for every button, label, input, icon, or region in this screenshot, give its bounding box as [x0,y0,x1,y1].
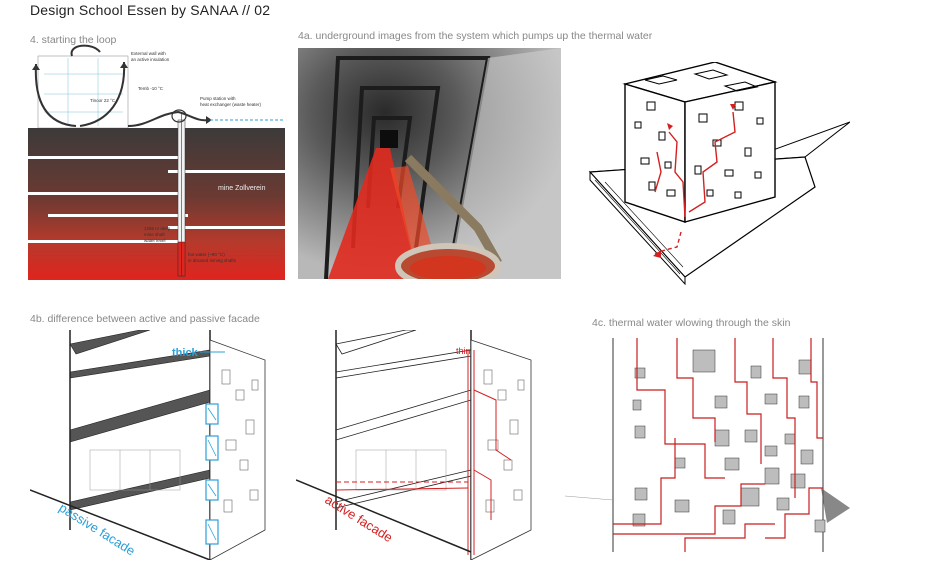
thin-label: thin [456,346,471,356]
hot-water-1: hot water (~90 °C) [188,252,225,257]
mine-galleries [28,156,285,243]
pump-note-2: heat exchanger (waste heater) [200,102,262,107]
active-facade-perspective: thin active facade [296,330,532,560]
passive-facade-perspective: thick passive facade [30,330,266,560]
ground-earth [28,128,285,280]
wall-note-2: an active insulation [131,57,170,62]
passive-facade-label: passive facade [56,500,138,559]
temp-inside: Tinoor 22 °C [90,98,116,103]
wall-note-1: External wall with [131,51,166,56]
mine-label: mine Zollverein [218,185,266,192]
caption-4b: 4b. difference between active and passiv… [30,313,260,325]
caption-4a: 4a. underground images from the system w… [298,30,653,42]
cube-right-face [684,81,776,223]
page-title: Design School Essen by SANAA // 02 [30,2,271,18]
facade-windows [632,349,826,533]
hot-water-2: in disused mining shafts [188,258,237,263]
thermal-water-flow [654,111,736,255]
cube-building-isometric [588,62,850,286]
depth-1: 1256 m deep [144,226,171,231]
caption-4c: 4c. thermal water wlowing through the sk… [592,317,791,329]
thermal-skin-plan [565,338,850,552]
temp-outside: Temb -10 °C [138,86,164,91]
pump-note-1: Pump station with [200,96,236,101]
thick-label: thick [172,347,199,359]
loop-section-diagram: External wall with an active insulation … [28,44,285,280]
water-flow-lines [613,338,823,552]
mine-tunnel-photo [298,48,561,279]
depth-2: mine shaft [144,232,166,237]
loop-arrows [34,44,209,127]
caption-4: 4. starting the loop [30,34,117,46]
depth-3: water level [144,238,166,243]
active-water-channels [335,350,512,555]
